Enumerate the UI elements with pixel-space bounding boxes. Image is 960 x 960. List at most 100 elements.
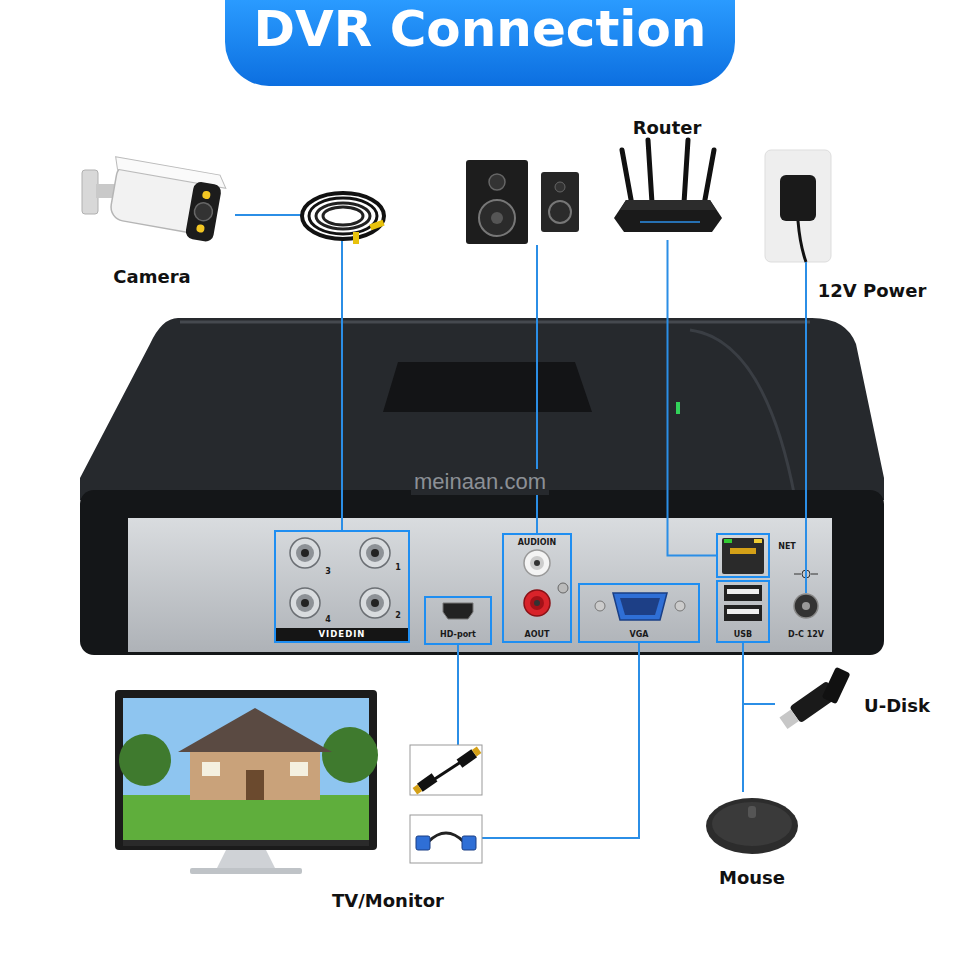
device-label: U-Disk bbox=[864, 695, 930, 716]
usb-tongue bbox=[727, 609, 759, 614]
dc-pin bbox=[802, 602, 810, 610]
bnc-ring bbox=[360, 538, 390, 568]
speaker-box bbox=[466, 160, 528, 244]
port-box: USB bbox=[716, 580, 770, 643]
camera-led bbox=[196, 224, 205, 233]
speakers-illustration bbox=[466, 160, 579, 244]
link-led bbox=[724, 539, 732, 543]
monitor-base bbox=[190, 868, 302, 874]
bnc-pin bbox=[371, 599, 379, 607]
camera-face bbox=[185, 181, 223, 243]
bnc-inner bbox=[366, 544, 384, 562]
adapter-body bbox=[780, 175, 816, 221]
status-led bbox=[676, 402, 680, 414]
speaker-box bbox=[541, 172, 579, 232]
coil-ring bbox=[323, 207, 363, 225]
watermark: meinaan.com bbox=[411, 469, 549, 495]
port-box: HD-port bbox=[424, 596, 492, 645]
device-label-group: U-Disk bbox=[775, 668, 937, 740]
camera-shield bbox=[114, 157, 228, 189]
router-illustration bbox=[614, 140, 722, 232]
monitor-stand bbox=[216, 850, 276, 870]
hdmi-cable-icon bbox=[410, 745, 482, 795]
vga-screw bbox=[595, 601, 605, 611]
woofer bbox=[479, 200, 515, 236]
coil-plug bbox=[353, 232, 359, 244]
mouse-wheel bbox=[748, 806, 756, 818]
ground-screw bbox=[558, 583, 568, 593]
screen-house bbox=[190, 748, 320, 800]
bnc-pin bbox=[301, 549, 309, 557]
dvr-top bbox=[80, 318, 884, 500]
device-label: Camera bbox=[113, 266, 190, 287]
camera-body-group bbox=[104, 157, 228, 244]
tweeter bbox=[555, 182, 565, 192]
port-label: HD-port bbox=[440, 630, 476, 639]
screen-grass bbox=[123, 795, 369, 840]
dvr-front bbox=[80, 490, 884, 655]
plug-tip bbox=[413, 784, 423, 794]
udisk-cap bbox=[822, 667, 851, 705]
woofer bbox=[549, 201, 571, 223]
icon-frame bbox=[410, 745, 482, 795]
port-label: NET bbox=[778, 542, 796, 551]
usb-tongue bbox=[727, 589, 759, 594]
vga-port bbox=[613, 593, 667, 620]
router-antennas bbox=[622, 140, 714, 205]
channel-number: 3 bbox=[325, 567, 331, 576]
port-label: VIDEDIN bbox=[276, 628, 408, 641]
vga-plug bbox=[462, 836, 476, 850]
device-label: 12V Power bbox=[818, 280, 927, 301]
bnc-inner bbox=[366, 594, 384, 612]
camera-mount bbox=[82, 170, 98, 214]
coil-ring bbox=[316, 203, 370, 229]
connector-line bbox=[743, 643, 775, 704]
monitor-bezel bbox=[115, 690, 377, 850]
camera-illustration bbox=[82, 157, 228, 244]
port-label: USB bbox=[734, 630, 752, 639]
hdmi-port bbox=[443, 603, 473, 619]
rca-pin bbox=[534, 600, 540, 606]
device-label-group: Router bbox=[605, 112, 730, 240]
rca-inner bbox=[530, 556, 544, 570]
cable-coil bbox=[302, 193, 385, 244]
port-box: 3142VIDEDIN bbox=[274, 530, 410, 643]
dvr-panel bbox=[128, 518, 832, 652]
port-box: VGA bbox=[578, 583, 700, 643]
bnc-pin bbox=[371, 549, 379, 557]
act-led bbox=[754, 539, 762, 543]
coil-ring bbox=[309, 198, 377, 234]
channel-number: 1 bbox=[395, 563, 401, 572]
device-label-group: Camera bbox=[70, 140, 235, 290]
bnc-inner bbox=[296, 594, 314, 612]
connector-line bbox=[235, 215, 342, 530]
port-label: VGA bbox=[630, 630, 649, 639]
port-label: AOUT bbox=[525, 630, 550, 639]
leader-line bbox=[805, 262, 807, 593]
rca-pin bbox=[534, 560, 540, 566]
rj45-port bbox=[722, 538, 764, 574]
bnc-ring bbox=[360, 588, 390, 618]
woofer-cap bbox=[491, 212, 503, 224]
port-label: AUDIOIN bbox=[518, 538, 557, 547]
dvr-window bbox=[383, 362, 592, 412]
channel-number: 4 bbox=[325, 615, 331, 624]
rca-red bbox=[524, 590, 550, 616]
device-label: TV/Monitor bbox=[332, 890, 444, 911]
rca-white bbox=[524, 550, 550, 576]
plug-tip bbox=[472, 747, 482, 757]
device-label-group: Mouse bbox=[700, 792, 806, 892]
camera-led bbox=[202, 190, 211, 199]
dc-jack bbox=[794, 594, 818, 618]
port-box: AUDIOIN AOUT bbox=[502, 533, 572, 643]
adapter-backdrop bbox=[765, 150, 831, 262]
device-label: Router bbox=[633, 117, 702, 138]
icon-frame bbox=[410, 815, 482, 863]
vga-plug bbox=[416, 836, 430, 850]
usb-port bbox=[724, 585, 762, 601]
bnc-ring bbox=[290, 588, 320, 618]
udisk-illustration bbox=[778, 667, 851, 732]
screen-door bbox=[246, 770, 264, 800]
router-top bbox=[620, 200, 716, 210]
